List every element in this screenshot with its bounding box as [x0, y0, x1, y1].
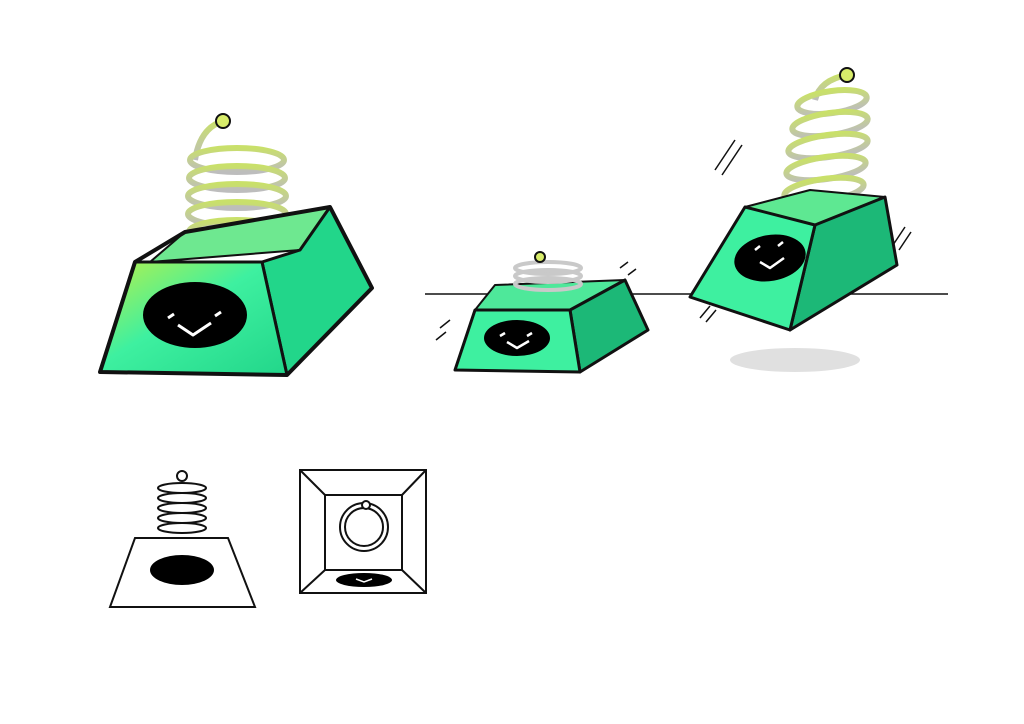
smiley-face-icon [484, 320, 550, 356]
keycap-pressed [435, 251, 650, 374]
smiley-face-icon [734, 234, 806, 282]
spring-icon [157, 482, 207, 534]
keycap-large [98, 113, 374, 377]
smiley-face-icon [143, 282, 247, 348]
spring-ball [534, 251, 546, 263]
sketch-top-view [299, 469, 427, 594]
spring-ball [839, 67, 855, 83]
spring-ball [215, 113, 231, 129]
face-icon [150, 555, 214, 585]
sketch-side-view [108, 470, 257, 608]
spring-icon [781, 72, 871, 206]
keycap-bouncing [688, 67, 912, 372]
face-icon [336, 573, 392, 587]
shadow [730, 348, 860, 372]
spring-icon [513, 260, 583, 292]
